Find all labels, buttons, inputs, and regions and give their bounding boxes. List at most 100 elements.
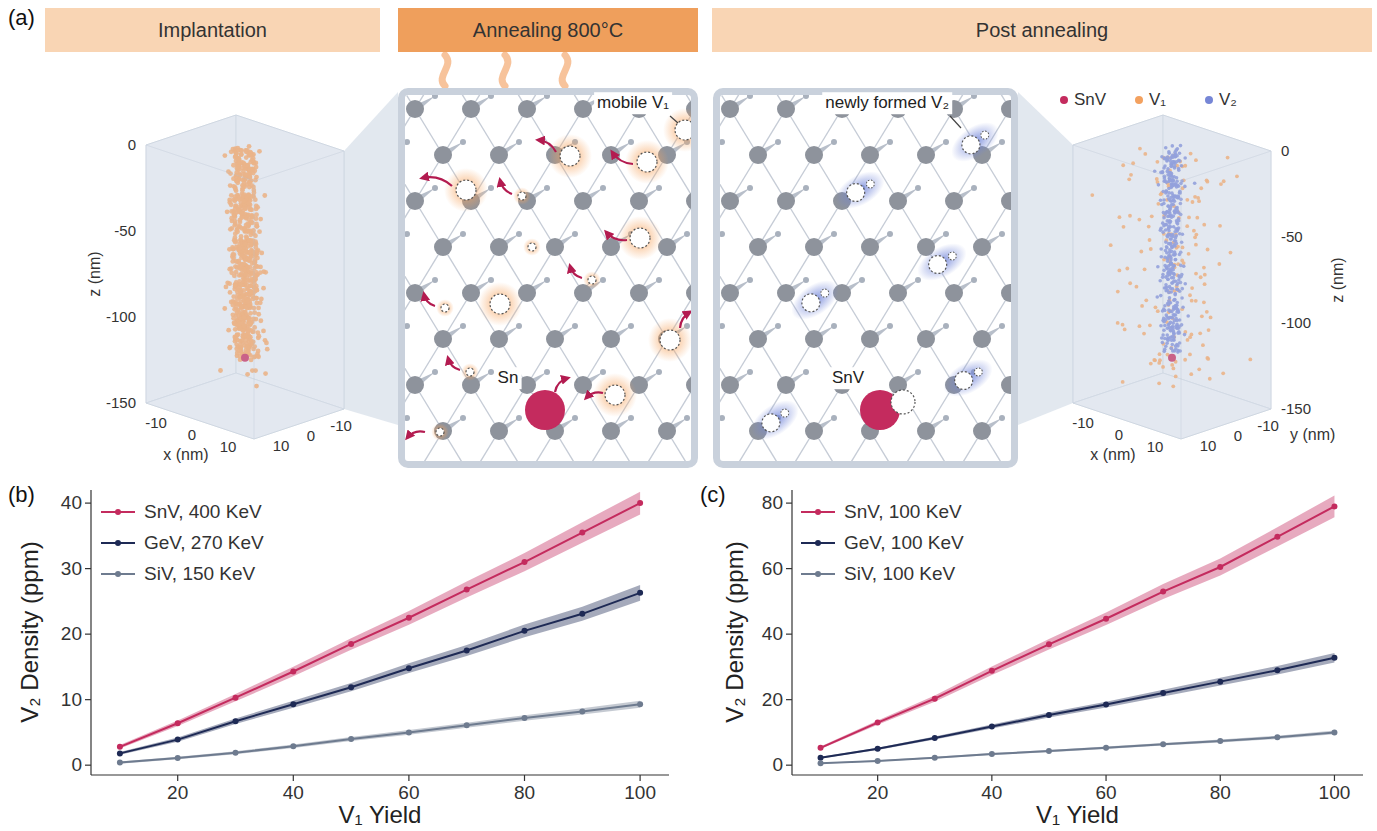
carbon-atom xyxy=(721,100,739,118)
error-band xyxy=(821,653,1335,758)
data-marker xyxy=(406,729,412,735)
data-markers xyxy=(117,590,643,757)
vacancy xyxy=(490,294,510,314)
data-marker xyxy=(1331,503,1337,509)
small-atom xyxy=(572,323,578,329)
zoom-cone xyxy=(344,92,398,425)
motion-arrow xyxy=(680,312,690,328)
small-atom xyxy=(628,139,634,145)
motion-arrow xyxy=(606,232,627,240)
data-marker xyxy=(175,737,181,743)
data-marker xyxy=(406,615,412,621)
tick-mark xyxy=(293,775,294,781)
data-marker xyxy=(1046,641,1052,647)
carbon-atom xyxy=(777,100,795,118)
vacancy-glow xyxy=(513,187,531,205)
vacancy xyxy=(819,288,830,299)
data-line xyxy=(120,704,640,762)
carbon-atom xyxy=(518,100,536,118)
small-atom xyxy=(943,139,949,145)
small-atom xyxy=(943,231,949,237)
error-band xyxy=(120,701,640,764)
data-marker xyxy=(1274,667,1280,673)
divacancy xyxy=(937,352,999,405)
small-atom xyxy=(803,95,809,99)
small-atom xyxy=(971,185,977,191)
vacancy xyxy=(637,152,657,172)
tick-mark xyxy=(786,634,792,635)
divacancy-glow xyxy=(944,114,1005,170)
tick-mark xyxy=(786,765,792,766)
small-atom xyxy=(999,323,1005,329)
data-line xyxy=(821,658,1335,758)
divacancy-glow xyxy=(784,272,845,328)
small-atom xyxy=(628,415,634,421)
small-atom xyxy=(600,277,606,283)
motion-arrow xyxy=(424,294,435,306)
data-marker xyxy=(932,735,938,741)
small-atom xyxy=(999,139,1005,145)
divacancy xyxy=(784,272,845,328)
tick-mark xyxy=(85,634,91,635)
box-face xyxy=(1073,145,1181,439)
divacancy xyxy=(911,236,973,289)
box-face xyxy=(146,145,254,439)
carbon-atom xyxy=(434,146,452,164)
data-marker xyxy=(1331,655,1337,661)
small-atom xyxy=(656,277,662,283)
small-atom xyxy=(747,185,753,191)
data-marker xyxy=(1103,616,1109,622)
vacancy xyxy=(925,252,950,277)
small-atom xyxy=(720,415,725,421)
data-marker xyxy=(1103,745,1109,751)
tick-label: 0 xyxy=(307,428,315,445)
carbon-atom xyxy=(602,146,620,164)
tick-mark xyxy=(85,568,91,569)
tick-label: -50 xyxy=(1281,229,1303,246)
small-atom xyxy=(432,277,438,283)
carbon-atom xyxy=(777,284,795,302)
vacancy xyxy=(865,179,876,190)
small-atom xyxy=(405,231,410,237)
data-marker xyxy=(579,530,585,536)
tick-label: -10 xyxy=(330,418,352,435)
carbon-atom xyxy=(917,422,935,440)
tick-mark xyxy=(85,765,91,766)
vacancy-glow xyxy=(523,238,541,256)
tick-mark xyxy=(177,775,178,781)
leader-line xyxy=(950,116,961,128)
stage-band: Implantation xyxy=(45,8,380,52)
small-atom xyxy=(915,185,921,191)
divacancy-glow xyxy=(911,236,973,289)
vacancy xyxy=(973,367,984,378)
motion-arrow xyxy=(612,152,633,164)
tick-mark xyxy=(1220,775,1221,781)
small-atom xyxy=(831,323,837,329)
carbon-atom xyxy=(973,330,991,348)
carbon-atom xyxy=(686,284,691,302)
small-atom xyxy=(971,95,977,99)
data-marker xyxy=(233,718,239,724)
divacancy xyxy=(744,392,805,448)
axis-title: z (nm) xyxy=(86,251,104,296)
tick-label: 10 xyxy=(273,438,290,455)
tick-mark xyxy=(786,699,792,700)
vacancy-glow xyxy=(648,318,691,362)
vacancy xyxy=(456,180,476,200)
carbon-atom xyxy=(406,100,424,118)
divacancy-glow xyxy=(744,392,805,448)
vacancy-glow xyxy=(618,216,662,260)
vacancy xyxy=(660,330,680,350)
box-face xyxy=(1073,115,1271,181)
data-marker xyxy=(818,745,824,751)
vacancy xyxy=(588,276,596,284)
small-atom xyxy=(572,231,578,237)
carbon-atom xyxy=(1001,100,1011,118)
vacancy xyxy=(518,192,526,200)
heat-wave xyxy=(562,55,568,86)
tick-label: 0 xyxy=(188,427,196,444)
data-marker xyxy=(875,758,881,764)
motion-arrow xyxy=(570,266,582,278)
divacancy xyxy=(829,164,891,217)
lattice-panel: mobile V₁Sn xyxy=(398,88,698,468)
